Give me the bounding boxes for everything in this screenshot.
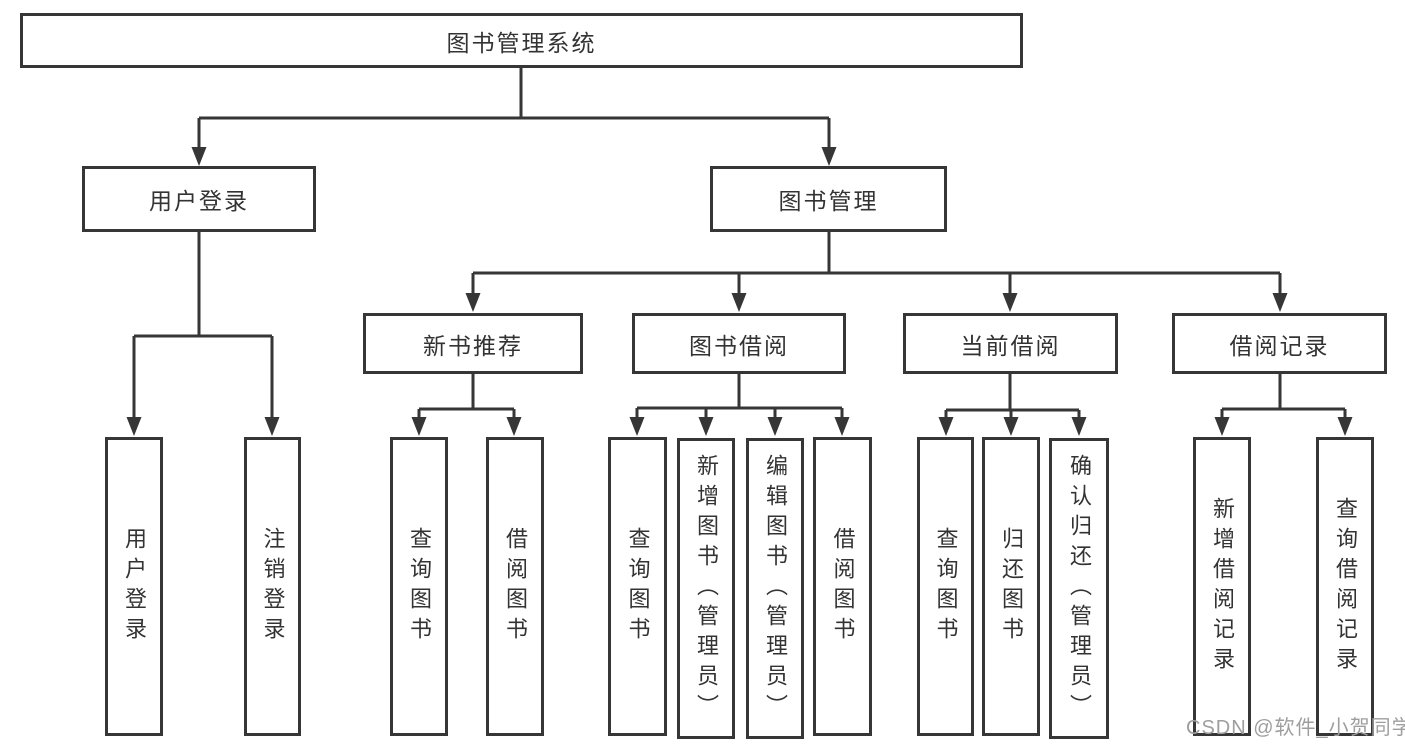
node-query-books-recommend: 查询图书 [390, 437, 448, 736]
node-query-borrow-record: 查询借阅记录 [1316, 437, 1374, 736]
arrow-down-icon [731, 293, 747, 312]
node-add-book-admin: 新增图书（管理员） [677, 438, 735, 739]
arrow-down-icon [1003, 417, 1019, 436]
connector-line [132, 232, 274, 417]
connector-line [471, 232, 1282, 294]
arrow-down-icon [191, 147, 207, 166]
node-borrowing-records: 借阅记录 [1172, 313, 1387, 374]
connector-borrowrecords-to-leaves [1214, 374, 1353, 436]
node-book-management: 图书管理 [710, 166, 947, 232]
node-borrow-books-leaf: 借阅图书 [813, 437, 872, 736]
connector-line [944, 374, 1081, 417]
arrow-down-icon [506, 417, 522, 436]
arrow-down-icon [1002, 293, 1018, 312]
connector-newbook-to-leaves [411, 374, 522, 436]
watermark: CSDN @软件_小贺同学 [1186, 717, 1405, 739]
node-query-books-borrow: 查询图书 [608, 437, 667, 736]
connector-bookborrow-to-leaves [629, 374, 850, 436]
arrow-down-icon [938, 417, 954, 436]
arrow-down-icon [629, 417, 645, 436]
arrow-down-icon [821, 147, 837, 166]
arrow-down-icon [411, 417, 427, 436]
node-edit-book-admin: 编辑图书（管理员） [746, 438, 804, 739]
arrow-down-icon [698, 417, 714, 436]
node-library-management-system: 图书管理系统 [20, 13, 1023, 68]
node-new-book-recommendation: 新书推荐 [363, 313, 583, 374]
connector-line [417, 374, 516, 417]
connector-bookmgmt-to-level3 [465, 232, 1288, 312]
arrow-down-icon [767, 417, 783, 436]
connector-line [635, 374, 844, 417]
node-borrow-books-recommend: 借阅图书 [486, 437, 544, 736]
connector-line [197, 68, 831, 148]
connector-currentborrow-to-leaves [938, 374, 1087, 436]
arrow-down-icon [1272, 293, 1288, 312]
node-add-borrow-record: 新增借阅记录 [1193, 437, 1251, 736]
node-return-book: 归还图书 [982, 437, 1040, 736]
node-user-login: 用户登录 [82, 166, 316, 232]
arrow-down-icon [834, 417, 850, 436]
arrow-down-icon [1214, 417, 1230, 436]
node-confirm-return-admin: 确认归还（管理员） [1049, 438, 1109, 739]
node-logout-leaf: 注销登录 [244, 437, 301, 736]
arrow-down-icon [126, 417, 142, 436]
arrow-down-icon [465, 293, 481, 312]
connector-root-to-level2 [191, 68, 837, 166]
arrow-down-icon [264, 417, 280, 436]
connector-userlogin-to-leaves [126, 232, 280, 436]
connector-line [1220, 374, 1347, 417]
node-current-borrowing: 当前借阅 [903, 313, 1118, 374]
node-user-login-leaf: 用户登录 [105, 437, 163, 736]
arrow-down-icon [1337, 417, 1353, 436]
node-book-borrowing: 图书借阅 [632, 313, 846, 374]
arrow-down-icon [1071, 417, 1087, 436]
node-query-books-current: 查询图书 [917, 437, 974, 736]
